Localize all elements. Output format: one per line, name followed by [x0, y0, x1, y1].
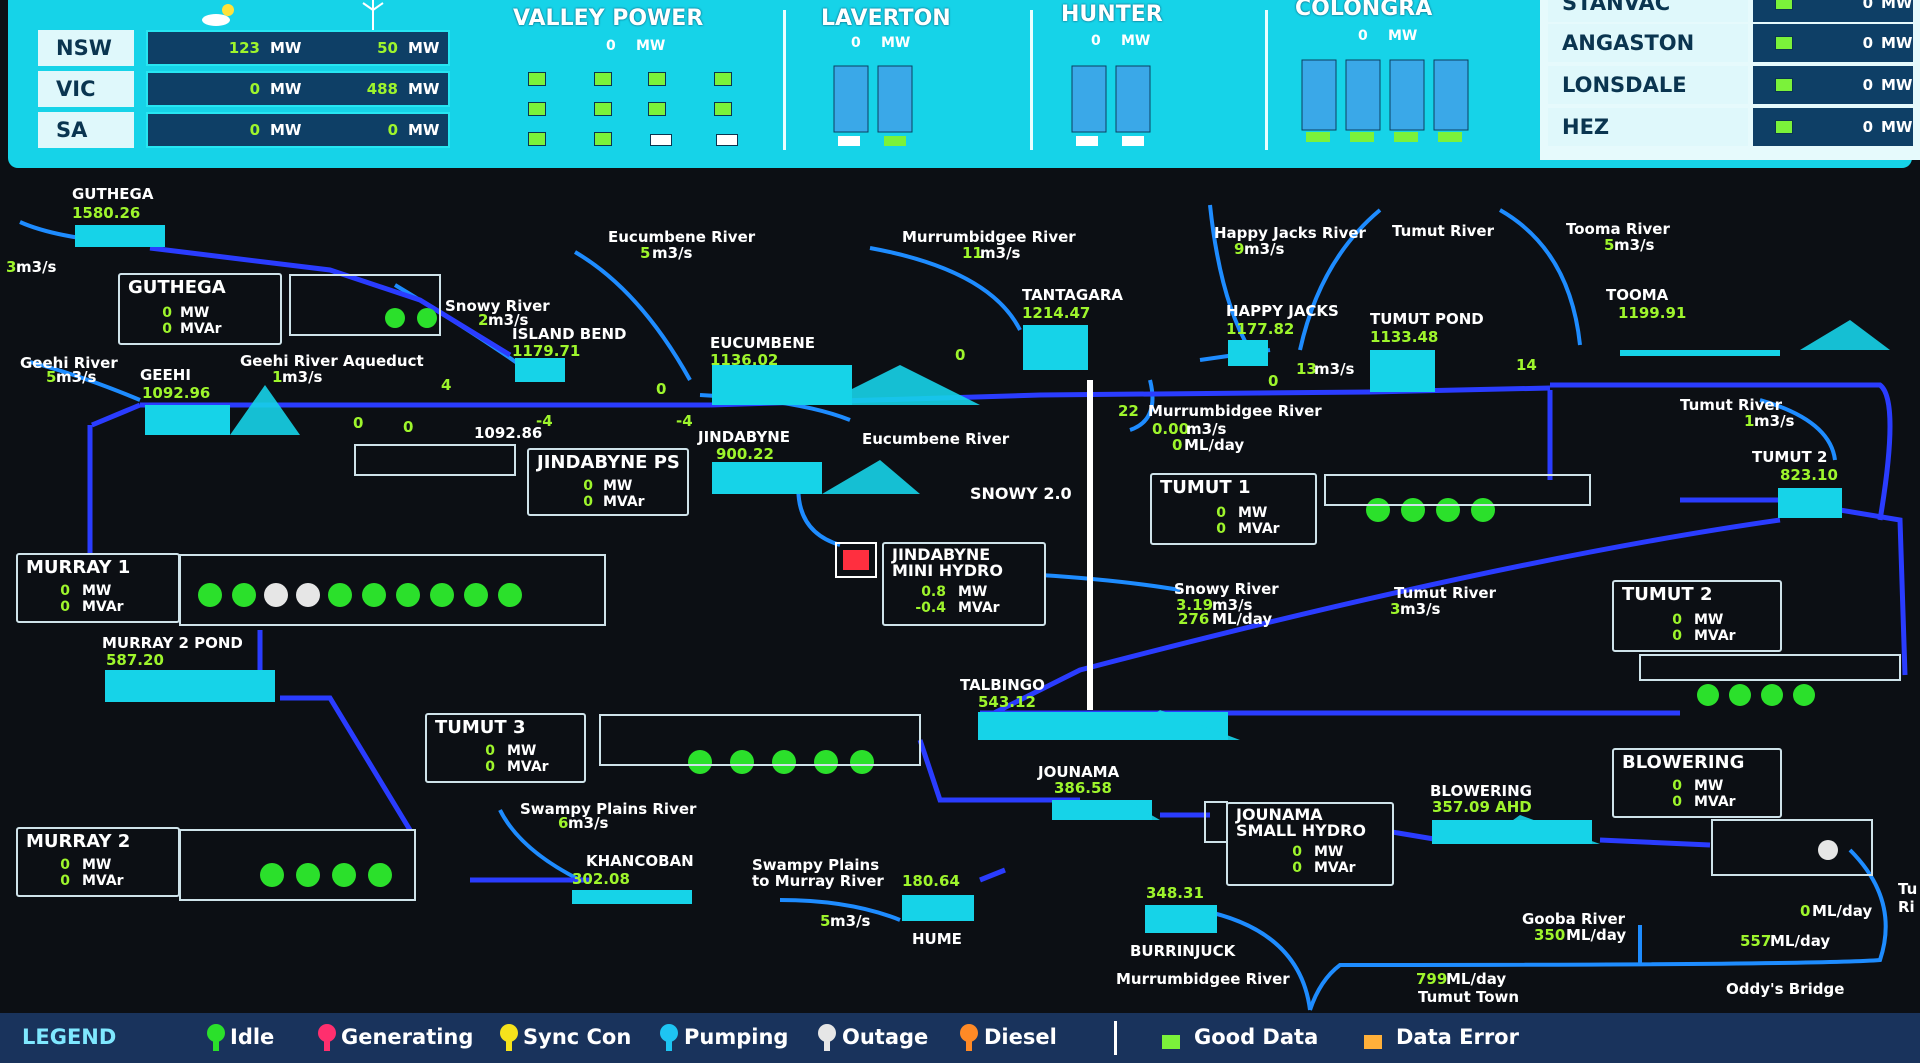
sa-plant-panel: STANVAC 0 MW ANGASTON 0 MW LONSDALE 0 MW…	[1540, 0, 1920, 160]
state-name: NSW	[38, 30, 134, 66]
storage-name-guthega: GUTHEGA	[72, 185, 154, 203]
station-box-murray-1[interactable]: MURRAY 1 0 MW 0 MVAr	[16, 553, 180, 623]
state-row-vic: VIC 0 MW 488 MW	[38, 71, 450, 107]
plant-title-laverton: LAVERTON	[821, 6, 951, 31]
plant-title-colongra: COLONGRA	[1295, 0, 1433, 21]
generating-unit-icon	[318, 1024, 336, 1051]
station-box-blowering[interactable]: BLOWERING 0 MW 0 MVAr	[1612, 748, 1782, 818]
station-box-jindabyne-mini-hydro[interactable]: JINDABYNE MINI HYDRO 0.8 MW -0.4 MVAr	[882, 542, 1046, 626]
sync-con-unit-icon	[500, 1024, 518, 1051]
hunter-turbines	[1071, 65, 1151, 146]
station-box-murray-2[interactable]: MURRAY 2 0 MW 0 MVAr	[16, 827, 180, 897]
legend-title: LEGEND	[22, 1025, 117, 1049]
station-box-jounama-small-hydro[interactable]: JOUNAMA SMALL HYDRO 0 MW 0 MVAr	[1226, 802, 1394, 886]
plant-title-hunter: HUNTER	[1061, 2, 1163, 27]
legend-bar: LEGEND Idle Generating Sync Con Pumping …	[0, 1013, 1920, 1063]
diesel-unit-icon	[960, 1024, 978, 1051]
plant-title-valley-power: VALLEY POWER	[513, 6, 704, 31]
solar-mw: 123	[228, 39, 260, 57]
solar-mw: 0	[249, 80, 260, 98]
good-data-swatch	[1162, 1035, 1180, 1049]
plant-name: ANGASTON	[1548, 24, 1748, 62]
pumping-unit-icon	[660, 1024, 678, 1051]
solar-mw: 0	[249, 121, 260, 139]
station-box-jindabyne-ps[interactable]: JINDABYNE PS 0 MW 0 MVAr	[527, 448, 689, 516]
wind-mw: 50	[377, 39, 398, 57]
station-box-tumut-3[interactable]: TUMUT 3 0 MW 0 MVAr	[425, 713, 586, 783]
data-error-swatch	[1364, 1035, 1382, 1049]
wind-mw: 0	[387, 121, 398, 139]
wind-mw: 488	[366, 80, 398, 98]
laverton-turbines	[833, 65, 913, 146]
state-row-sa: SA 0 MW 0 MW	[38, 112, 450, 148]
state-name: VIC	[38, 71, 134, 107]
plant-name: STANVAC	[1548, 0, 1748, 22]
idle-unit-icon	[207, 1024, 225, 1051]
plant-name: HEZ	[1548, 108, 1748, 146]
plant-name: LONSDALE	[1548, 66, 1748, 104]
state-row-nsw: NSW 123 MW 50 MW	[38, 30, 450, 66]
unit-symbols	[198, 308, 1815, 887]
sun-cloud-icon	[202, 4, 234, 26]
snowy-2-label: SNOWY 2.0	[970, 484, 1072, 503]
station-box-tumut-2[interactable]: TUMUT 2 0 MW 0 MVAr	[1612, 580, 1782, 652]
wind-turbine-icon	[362, 0, 384, 30]
outage-unit-icon	[818, 1024, 836, 1051]
colongra-turbines	[1301, 59, 1469, 142]
top-generation-bar: NSW 123 MW 50 MW VIC 0 MW 488 MW SA 0 MW…	[8, 0, 1920, 168]
legend-divider	[1114, 1021, 1117, 1055]
station-box-guthega[interactable]: GUTHEGA 0 MW 0 MVAr	[118, 273, 282, 345]
state-name: SA	[38, 112, 134, 148]
station-box-tumut-1[interactable]: TUMUT 1 0 MW 0 MVAr	[1150, 473, 1317, 545]
